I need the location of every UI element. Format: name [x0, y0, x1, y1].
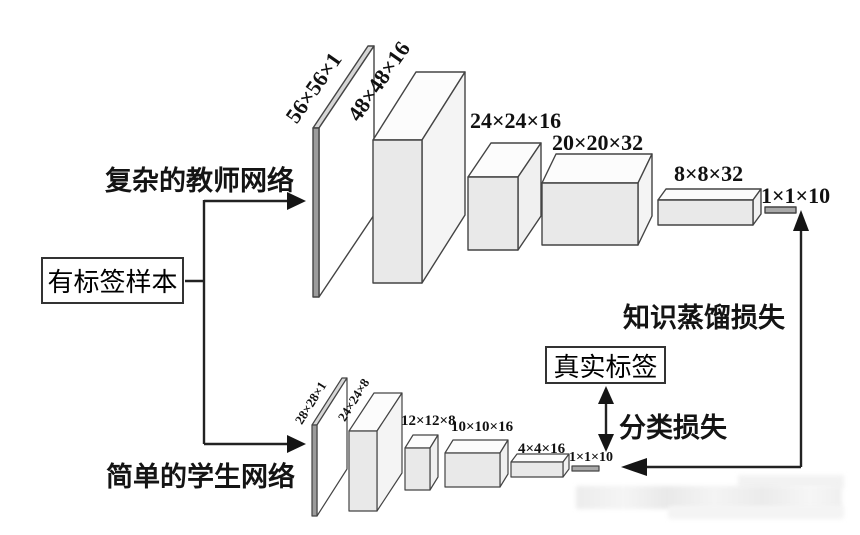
watermark-blur [668, 506, 844, 519]
classification-loss-label: 分类损失 [619, 413, 727, 443]
student-branch-arrowhead [287, 435, 306, 453]
teacher-layer-8x8x32 [657, 188, 762, 226]
classification-up-arrowhead [598, 386, 614, 404]
teacher-layer-label-3: 20×20×32 [552, 130, 644, 155]
teacher-layer-label-0: 56×56×1 [280, 47, 347, 128]
watermark-blur [576, 486, 842, 509]
distillation-loss-label: 知识蒸馏损失 [623, 303, 785, 333]
watermark-blur [738, 475, 844, 488]
teacher-layer-label-1: 48×48×16 [342, 36, 415, 126]
student-layer-label-2: 12×12×8 [401, 413, 456, 429]
teacher-layer-label-5: 1×1×10 [761, 183, 831, 208]
student-layer-label-3: 10×10×16 [451, 419, 514, 435]
teacher-layer-label-4: 8×8×32 [674, 161, 744, 186]
teacher-layer-20x20x32 [541, 153, 653, 246]
student-layer-label-4: 4×4×16 [518, 441, 566, 457]
teacher-network-name: 复杂的教师网络 [105, 166, 294, 196]
labeled-sample-label: 有标签样本 [47, 268, 178, 297]
distill-up-arrowhead [793, 210, 809, 231]
true-label-text: 真实标签 [553, 352, 658, 382]
student-layer-10x10x16 [444, 439, 509, 488]
student-layer-label-0: 28×28×1 [291, 378, 330, 427]
student-network-name: 简单的学生网络 [106, 462, 295, 492]
teacher-layer-label-2: 24×24×16 [470, 108, 562, 133]
student-layer-12x12x8 [404, 434, 439, 491]
student-layer-label-5: 1×1×10 [569, 450, 613, 465]
student-layer-24x24x8 [348, 392, 403, 512]
labeled-sample-box: 有标签样本 [41, 257, 184, 304]
teacher-layer-24x24x16 [467, 142, 542, 251]
true-label-box: 真实标签 [545, 346, 666, 384]
student-output-bar [571, 465, 600, 472]
distill-left-arrowhead [621, 458, 647, 476]
teacher-layer-48x48x16 [372, 71, 466, 284]
student-layer-label-1: 24×24×8 [334, 375, 373, 424]
